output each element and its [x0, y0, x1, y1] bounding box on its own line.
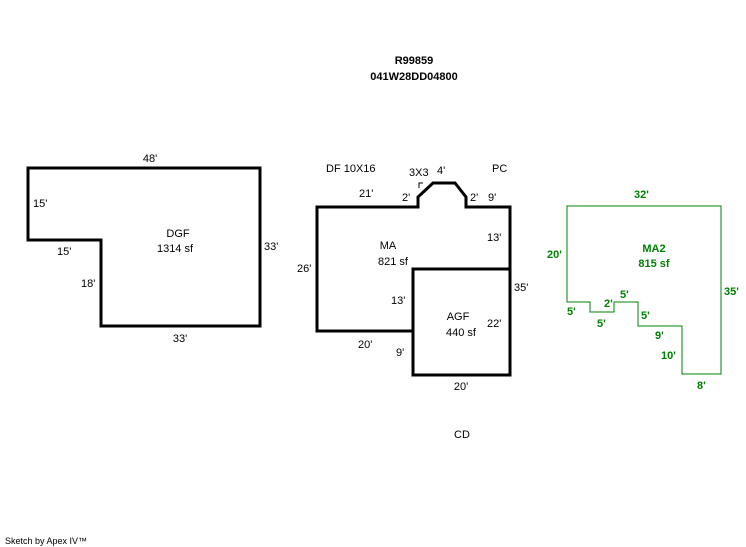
area-name: MA — [379, 240, 397, 252]
pc-label: PC — [492, 163, 508, 175]
dim: 20' — [453, 381, 469, 393]
dgf-outline — [26, 166, 262, 328]
dim: 32' — [634, 189, 649, 201]
dim: 8' — [697, 380, 706, 392]
dim: 35' — [514, 282, 529, 294]
dim: 35' — [724, 286, 739, 298]
map-number: 041W28DD04800 — [370, 71, 458, 83]
cd-label: CD — [454, 429, 470, 441]
dim: 13' — [391, 295, 406, 307]
footer-credit: Sketch by Apex IV™ — [5, 536, 88, 546]
area-name: AGF — [446, 311, 470, 323]
dim: 2' — [604, 298, 613, 310]
dim: 10' — [661, 350, 676, 362]
dim: 5' — [620, 289, 629, 301]
box-label: 3X3 — [409, 167, 429, 179]
dim: 9' — [396, 347, 405, 359]
dim: 9' — [488, 192, 497, 204]
dim: 15' — [33, 198, 48, 210]
dim: 48' — [142, 153, 158, 165]
area-size: 1314 sf — [156, 243, 194, 255]
df-label: DF 10X16 — [326, 163, 376, 175]
dim: 20' — [358, 339, 373, 351]
dim: 2' — [470, 192, 479, 204]
dim: 5' — [641, 310, 650, 322]
dim: 15' — [57, 246, 72, 258]
parcel-id: R99859 — [394, 55, 434, 67]
dim: 9' — [655, 330, 664, 342]
dim: 18' — [81, 278, 96, 290]
dim: 20' — [547, 249, 562, 261]
dim: 33' — [264, 241, 279, 253]
box-marker — [418, 182, 423, 188]
dim: 5' — [597, 318, 606, 330]
dim: 2' — [402, 192, 411, 204]
dim: 33' — [172, 333, 188, 345]
dim: 26' — [297, 263, 312, 275]
ma-outline — [315, 181, 512, 333]
area-name: MA2 — [642, 243, 666, 255]
dim: 13' — [487, 232, 502, 244]
area-name: DGF — [166, 228, 190, 240]
dim: 4' — [437, 165, 446, 177]
area-size: 440 sf — [446, 327, 476, 339]
agf-outline — [411, 267, 512, 377]
dim: 21' — [359, 188, 374, 200]
dim: 5' — [567, 306, 576, 318]
dim: 22' — [487, 318, 502, 330]
area-size: 821 sf — [378, 256, 408, 268]
area-size: 815 sf — [638, 258, 670, 270]
ma2-outline — [566, 205, 722, 375]
